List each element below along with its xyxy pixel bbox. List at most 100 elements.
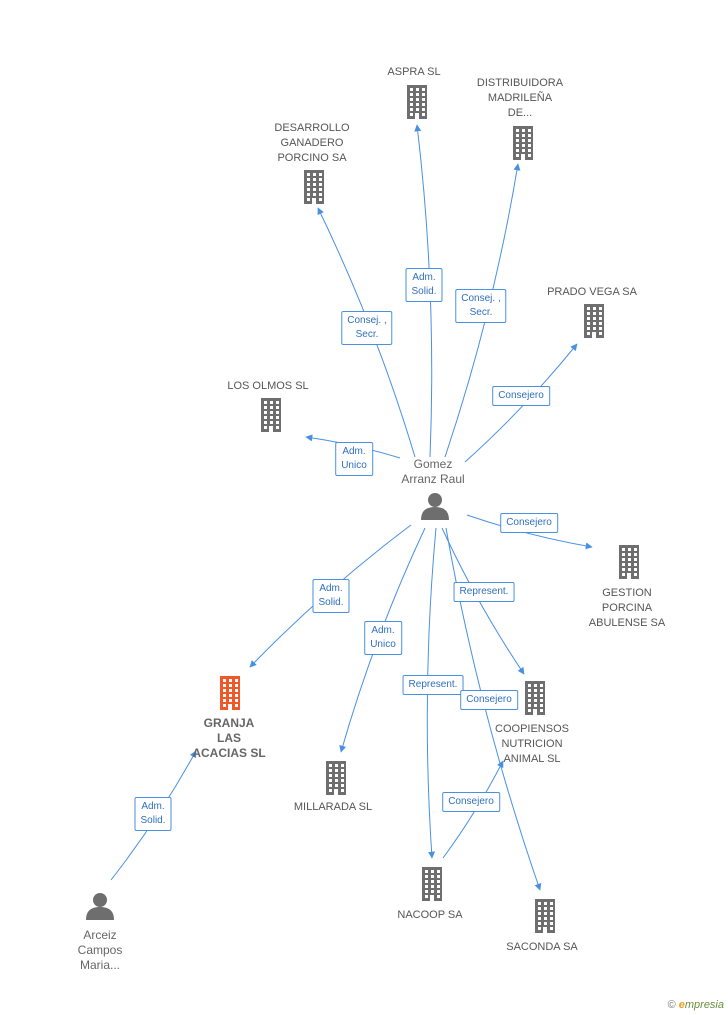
building-glyph xyxy=(220,676,240,710)
node-name-line: ASPRA SL xyxy=(387,66,441,78)
building-icon[interactable] xyxy=(618,545,640,584)
edge-label-gomez-to-olmos[interactable]: Adm. Unico xyxy=(335,442,373,476)
node-name-line: COOPIENSOS xyxy=(495,723,569,735)
building-icon[interactable] xyxy=(406,85,428,124)
node-name-line: Gomez xyxy=(413,457,453,471)
edge-role-text: Consej. , xyxy=(461,293,501,304)
building-glyph xyxy=(619,545,639,579)
node-name-line: DESARROLLO xyxy=(274,122,350,134)
node-label-aspra[interactable]: ASPRA SL xyxy=(387,65,440,80)
building-glyph xyxy=(535,899,555,933)
node-name-line: Arranz Raul xyxy=(401,472,465,486)
footer-brand[interactable]: © empresia xyxy=(668,999,724,1011)
copyright-symbol: © xyxy=(667,999,676,1011)
building-glyph xyxy=(513,126,533,160)
edge-label-gomez-to-aspra[interactable]: Adm. Solid. xyxy=(405,268,443,302)
node-name-line: DE... xyxy=(507,107,533,119)
building-icon[interactable] xyxy=(219,676,241,715)
node-name-line: MILLARADA SL xyxy=(293,801,373,813)
node-label-prado[interactable]: PRADO VEGA SA xyxy=(547,285,637,300)
node-name-line: NUTRICION xyxy=(501,738,563,750)
edge-label-gomez-to-nacoop[interactable]: Represent. xyxy=(402,675,464,695)
node-name-line: MADRILEÑA xyxy=(487,92,553,104)
building-icon[interactable] xyxy=(325,761,347,800)
edge-role-text: Adm. xyxy=(342,446,366,457)
building-icon[interactable] xyxy=(583,304,605,343)
node-label-olmos[interactable]: LOS OLMOS SL xyxy=(227,379,308,394)
edge-role-text: Unico xyxy=(341,460,367,471)
node-name-line: ANIMAL SL xyxy=(503,753,561,765)
node-name-line: Arceiz xyxy=(83,928,117,942)
node-label-saconda[interactable]: SACONDA SA xyxy=(506,940,578,955)
edge-label-nacoop-to-coopiensos[interactable]: Consejero xyxy=(442,792,500,812)
edge-label-gomez-to-saconda[interactable]: Consejero xyxy=(460,690,518,710)
node-name-line: PORCINA xyxy=(601,602,653,614)
edge-role-text: Solid. xyxy=(318,597,344,608)
edge-label-gomez-to-granja[interactable]: Adm. Solid. xyxy=(312,579,350,613)
edge-role-text: Adm. xyxy=(319,583,343,594)
edge-role-text: Consejero xyxy=(466,694,512,705)
edge-role-text: Consejero xyxy=(506,517,552,528)
node-name-line: Maria... xyxy=(79,958,120,972)
person-icon[interactable] xyxy=(420,492,450,525)
building-icon[interactable] xyxy=(421,867,443,906)
person-glyph xyxy=(421,493,449,520)
node-label-millarada[interactable]: MILLARADA SL xyxy=(294,800,372,815)
edge-role-text: Secr. xyxy=(469,307,493,318)
building-glyph xyxy=(525,681,545,715)
node-name-line: LOS OLMOS SL xyxy=(227,380,309,392)
edge-role-text: Represent. xyxy=(408,679,458,690)
edge-gomez-to-gestion xyxy=(466,514,593,550)
edge-label-gomez-to-prado[interactable]: Consejero xyxy=(492,386,550,406)
node-name-line: ACACIAS SL xyxy=(192,746,266,760)
building-glyph xyxy=(304,170,324,204)
node-label-gestion[interactable]: GESTION PORCINA ABULENSE SA xyxy=(589,586,665,631)
node-label-coopiensos[interactable]: COOPIENSOS NUTRICION ANIMAL SL xyxy=(495,722,569,767)
node-label-desarrollo[interactable]: DESARROLLO GANADERO PORCINO SA xyxy=(274,121,349,166)
node-name-line: NACOOP SA xyxy=(397,909,463,921)
node-name-line: LAS xyxy=(217,731,241,745)
node-name-line: PRADO VEGA SA xyxy=(547,286,637,298)
building-icon[interactable] xyxy=(512,126,534,165)
node-name-line: ABULENSE SA xyxy=(588,617,666,629)
edge-label-gomez-to-gestion[interactable]: Consejero xyxy=(500,513,558,533)
edge-label-gomez-to-desarrollo[interactable]: Consej. , Secr. xyxy=(341,311,393,345)
edge-label-arceiz-to-granja[interactable]: Adm. Solid. xyxy=(134,797,172,831)
building-glyph xyxy=(326,761,346,795)
edge-role-text: Unico xyxy=(370,639,396,650)
edge-role-text: Consejero xyxy=(498,390,544,401)
node-label-distribuidora[interactable]: DISTRIBUIDORA MADRILEÑA DE... xyxy=(477,76,563,121)
edge-role-text: Adm. xyxy=(412,272,436,283)
edge-gomez-to-coopiensos xyxy=(441,527,525,675)
edge-label-gomez-to-millarada[interactable]: Adm.Unico xyxy=(364,621,402,655)
node-name-line: PORCINO SA xyxy=(277,152,347,164)
node-name-line: GANADERO xyxy=(280,137,344,149)
building-glyph xyxy=(422,867,442,901)
building-glyph xyxy=(407,85,427,119)
edge-role-text: Secr. xyxy=(355,329,379,340)
building-icon[interactable] xyxy=(260,398,282,437)
building-glyph xyxy=(584,304,604,338)
node-name-line: GRANJA xyxy=(203,716,255,730)
edge-role-text: Consej. , xyxy=(347,315,387,326)
building-icon[interactable] xyxy=(303,170,325,209)
node-name-line: GESTION xyxy=(602,587,652,599)
edge-gomez-to-saconda xyxy=(445,527,542,891)
node-name-line: DISTRIBUIDORA xyxy=(476,77,564,89)
edge-role-text: Represent. xyxy=(459,586,509,597)
person-icon[interactable] xyxy=(85,892,115,925)
edge-role-text: Adm. xyxy=(141,801,165,812)
node-label-nacoop[interactable]: NACOOP SA xyxy=(397,908,462,923)
building-icon[interactable] xyxy=(534,899,556,938)
node-name-line: SACONDA SA xyxy=(506,941,578,953)
edge-role-text: Solid. xyxy=(140,815,166,826)
node-name-line: Campos xyxy=(77,943,123,957)
edge-label-gomez-to-coopiensos[interactable]: Represent. xyxy=(453,582,515,602)
edge-role-text: Solid. xyxy=(411,286,437,297)
edge-label-gomez-to-distribuidora[interactable]: Consej. , Secr. xyxy=(455,289,507,323)
building-icon[interactable] xyxy=(524,681,546,720)
